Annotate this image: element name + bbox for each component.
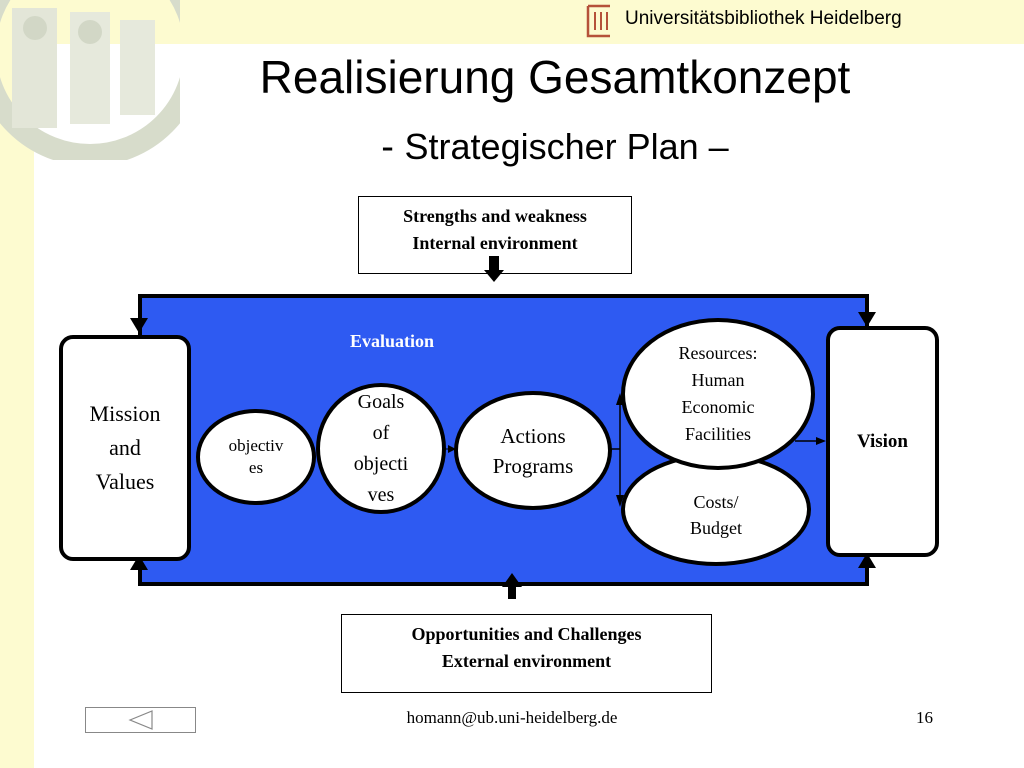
- mission-line2: and: [109, 435, 141, 460]
- library-name: Universitätsbibliothek Heidelberg: [625, 8, 902, 29]
- internal-arrow-head: [484, 270, 504, 282]
- goals-line2: of: [372, 421, 390, 444]
- objectives-line2: es: [248, 458, 264, 477]
- page-number: 16: [916, 708, 933, 727]
- mission-bottom-arrow: [130, 555, 148, 570]
- objectives-ellipse: objectiv es: [196, 409, 316, 505]
- costs-budget-ellipse: Costs/ Budget: [621, 453, 811, 566]
- objectives-line1: objectiv: [228, 436, 284, 455]
- resources-line4: Facilities: [684, 424, 751, 444]
- external-arrow-head: [502, 573, 522, 587]
- goals-line3: objecti: [353, 452, 409, 475]
- subtitle-text: Strategischer Plan –: [404, 126, 729, 167]
- costs-line2: Budget: [690, 517, 742, 538]
- external-box-line2: External environment: [441, 651, 612, 671]
- university-seal-icon: [0, 0, 180, 160]
- external-environment-box: Opportunities and Challenges External en…: [341, 614, 712, 693]
- resources-line3: Economic: [681, 397, 755, 417]
- actions-line1: Actions: [500, 423, 566, 448]
- goals-line4: ves: [367, 483, 395, 506]
- mission-top-arrow: [130, 318, 148, 333]
- goals-ellipse: Goals of objecti ves: [316, 383, 446, 514]
- goals-line1: Goals: [357, 390, 405, 413]
- footer-email[interactable]: homann@ub.uni-heidelberg.de: [406, 708, 618, 727]
- mission-values-box: Mission and Values: [59, 335, 191, 561]
- internal-arrow-shaft: [489, 256, 499, 272]
- vision-bottom-arrow: [858, 553, 876, 568]
- actions-ellipse: Actions Programs: [454, 391, 612, 510]
- actions-line2: Programs: [492, 453, 574, 478]
- internal-box-line2: Internal environment: [412, 233, 578, 253]
- internal-box-line1: Strengths and weakness: [403, 206, 587, 226]
- back-triangle-icon: [128, 710, 153, 730]
- resources-line1: Resources:: [678, 343, 758, 363]
- mission-line3: Values: [95, 469, 155, 494]
- external-box-line1: Opportunities and Challenges: [411, 624, 642, 644]
- header-band: [0, 0, 1024, 44]
- library-logo-icon: [586, 4, 610, 38]
- vision-box: Vision: [826, 326, 939, 557]
- mission-line1: Mission: [89, 401, 161, 426]
- evaluation-label: Evaluation: [350, 331, 435, 351]
- vision-top-arrow: [858, 312, 876, 327]
- costs-line1: Costs/: [693, 491, 739, 512]
- vision-label: Vision: [856, 430, 909, 452]
- page-subtitle: - Strategischer Plan –: [0, 126, 1024, 169]
- resources-line2: Human: [691, 370, 745, 390]
- back-nav-button[interactable]: [85, 707, 196, 733]
- subtitle-dash: -: [381, 126, 394, 168]
- page-title: Realisierung Gesamtkonzept: [259, 51, 851, 103]
- resources-ellipse: Resources: Human Economic Facilities: [621, 318, 815, 470]
- external-arrow-shaft: [508, 585, 516, 599]
